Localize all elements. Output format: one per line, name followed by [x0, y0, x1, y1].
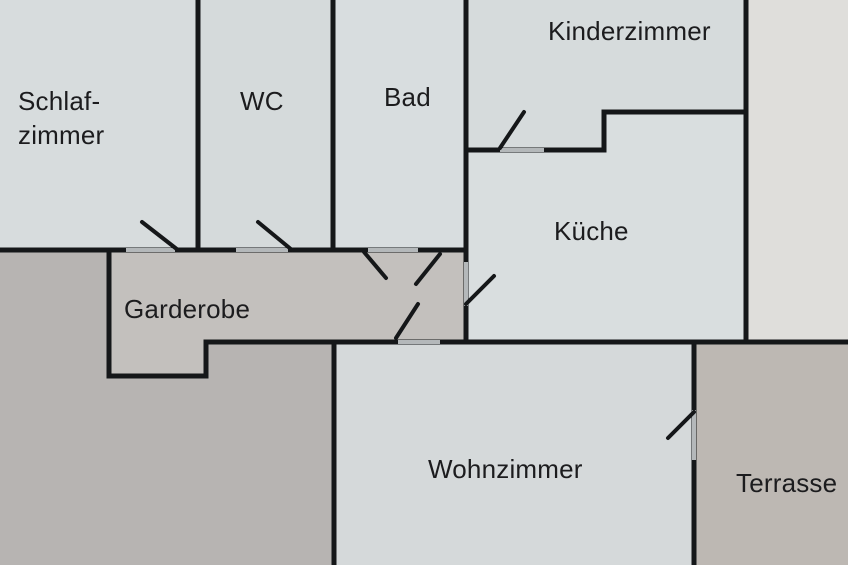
- label-terrasse: Terrasse: [736, 468, 838, 498]
- room-bad[interactable]: [333, 0, 466, 250]
- room-kueche[interactable]: [466, 112, 746, 340]
- terrace-area: [694, 344, 848, 565]
- doors: [140, 110, 696, 440]
- door-kueche[interactable]: [464, 274, 496, 306]
- label-wc: WC: [240, 86, 284, 116]
- room-wohnzimmer[interactable]: [334, 344, 694, 565]
- door-terrasse[interactable]: [666, 410, 696, 440]
- door-wohnzimmer[interactable]: [394, 302, 420, 340]
- door-schlafzimmer[interactable]: [140, 220, 180, 252]
- door-wc[interactable]: [256, 220, 294, 252]
- label-kinderzimmer: Kinderzimmer: [548, 16, 711, 46]
- label-kueche: Küche: [554, 216, 629, 246]
- right-edge-area: [746, 0, 848, 340]
- door-bad[interactable]: [362, 250, 388, 280]
- label-schlafzimmer-line1: Schlaf-: [18, 86, 101, 116]
- label-wohnzimmer: Wohnzimmer: [428, 454, 583, 484]
- label-garderobe: Garderobe: [124, 294, 251, 324]
- label-schlafzimmer-line2: zimmer: [18, 120, 105, 150]
- room-garderobe[interactable]: [109, 252, 466, 376]
- room-schlafzimmer[interactable]: [0, 0, 198, 250]
- room-wc[interactable]: [198, 0, 333, 250]
- label-bad: Bad: [384, 82, 431, 112]
- door-garderobe-inner[interactable]: [414, 252, 442, 286]
- label-schlafzimmer: Schlaf- zimmer: [18, 84, 104, 152]
- room-kinderzimmer[interactable]: [466, 0, 746, 150]
- door-kinderzimmer[interactable]: [498, 110, 526, 150]
- door-openings: [126, 148, 696, 460]
